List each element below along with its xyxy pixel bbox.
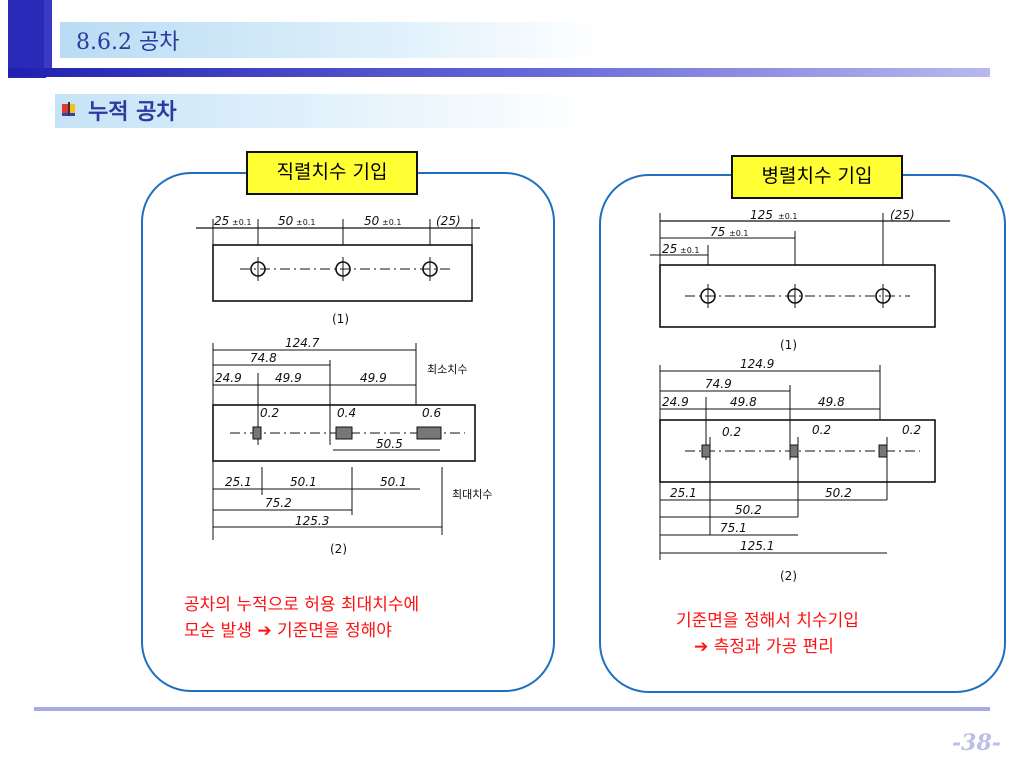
fig1-caption: (1) xyxy=(780,338,797,352)
tol-label: ±0.1 xyxy=(232,218,251,227)
dim-74-9: 74.9 xyxy=(705,377,732,391)
dim-75-1: 75.1 xyxy=(720,521,747,535)
page-number: -38- xyxy=(952,730,1001,756)
dim-49-8b: 49.8 xyxy=(818,395,845,409)
tol-label: ±0.1 xyxy=(296,218,315,227)
serial-note-line1: 공차의 누적으로 허용 최대치수에 xyxy=(184,595,420,615)
parallel-note-line1: 기준면을 정해서 치수기입 xyxy=(676,611,859,631)
dim-50-1b: 50.1 xyxy=(380,475,407,489)
dim-49-8a: 49.8 xyxy=(730,395,757,409)
header-title-band xyxy=(60,22,605,58)
header-rule xyxy=(8,68,990,77)
bullet-book-icon xyxy=(62,102,75,116)
dim-74-8: 74.8 xyxy=(250,351,277,365)
note-min-size: 최소치수 xyxy=(427,363,467,376)
parallel-note: 기준면을 정해서 치수기입 ➔ 측정과 가공 편리 xyxy=(676,608,859,660)
subtitle-band xyxy=(55,94,590,128)
serial-note-line2: 모순 발생 ➔ 기준면을 정해야 xyxy=(184,621,392,641)
dim-25-ref: (25) xyxy=(890,208,915,222)
right-fig1: 125 ±0.1 (25) 75 ±0.1 25 ±0.1 (1) xyxy=(650,208,950,352)
section-title: 누적 공차 xyxy=(88,100,177,125)
page-title: 8.6.2 공차 xyxy=(76,30,180,55)
dim-25: 25 xyxy=(662,242,677,256)
dim-25-ref: (25) xyxy=(436,214,461,228)
fig2-caption: (2) xyxy=(330,542,347,556)
dim-124-7: 124.7 xyxy=(285,336,320,350)
dim-50-1a: 50.1 xyxy=(290,475,317,489)
footer-rule xyxy=(34,707,990,711)
dim-125-3: 125.3 xyxy=(295,514,329,528)
fig2-caption: (2) xyxy=(780,569,797,583)
clearance-0-6: 0.6 xyxy=(422,406,441,420)
parallel-note-line2: ➔ 측정과 가공 편리 xyxy=(694,637,834,657)
dim-49-9b: 49.9 xyxy=(360,371,387,385)
dim-75: 75 xyxy=(710,225,725,239)
dim-25-1: 25.1 xyxy=(670,486,697,500)
header-accent-bar xyxy=(8,0,46,78)
dim-25: 25 xyxy=(214,214,229,228)
dim-50a: 50 xyxy=(278,214,294,228)
dim-50-2a: 50.2 xyxy=(735,503,762,517)
right-panel xyxy=(599,174,1006,693)
left-fig1: 25 ±0.1 50 ±0.1 50 ±0.1 (25) (1) xyxy=(196,214,480,326)
serial-dimension-label: 직렬치수 기입 xyxy=(246,151,418,195)
dim-24-9: 24.9 xyxy=(215,371,242,385)
dim-49-9a: 49.9 xyxy=(275,371,302,385)
dim-125: 125 xyxy=(750,208,773,222)
tol-label: ±0.1 xyxy=(382,218,401,227)
dim-50-5: 50.5 xyxy=(376,437,403,451)
clearance-0-4: 0.4 xyxy=(337,406,356,420)
clearance-0-2: 0.2 xyxy=(260,406,279,420)
fig1-caption: (1) xyxy=(332,312,349,326)
parallel-dimension-label: 병렬치수 기입 xyxy=(731,155,903,199)
parallel-dimension-drawing: 125 ±0.1 (25) 75 ±0.1 25 ±0.1 (1) 124.9 … xyxy=(650,208,950,583)
dim-50b: 50 xyxy=(364,214,380,228)
tol-label: ±0.1 xyxy=(729,229,748,238)
note-max-size: 최대치수 xyxy=(452,488,492,501)
dim-25-1: 25.1 xyxy=(225,475,252,489)
tol-label: ±0.1 xyxy=(778,212,797,221)
dim-125-1: 125.1 xyxy=(740,539,774,553)
clearance-0-2a: 0.2 xyxy=(722,425,741,439)
dim-75-2: 75.2 xyxy=(265,496,292,510)
left-fig2: 124.7 74.8 24.9 49.9 49.9 0.2 0.4 0.6 50… xyxy=(212,336,492,556)
clearance-0-2c: 0.2 xyxy=(902,423,921,437)
clearance-0-2b: 0.2 xyxy=(812,423,831,437)
dim-50-2b: 50.2 xyxy=(825,486,852,500)
serial-dimension-drawing: 25 ±0.1 50 ±0.1 50 ±0.1 (25) (1) 124.7 7… xyxy=(196,214,492,556)
dim-24-9: 24.9 xyxy=(662,395,689,409)
right-fig2: 124.9 74.9 24.9 49.8 49.8 0.2 0.2 0.2 25… xyxy=(659,357,936,583)
serial-note: 공차의 누적으로 허용 최대치수에 모순 발생 ➔ 기준면을 정해야 xyxy=(184,592,419,644)
header-accent-bar-inner xyxy=(44,0,52,72)
tol-label: ±0.1 xyxy=(680,246,699,255)
dim-124-9: 124.9 xyxy=(740,357,774,371)
